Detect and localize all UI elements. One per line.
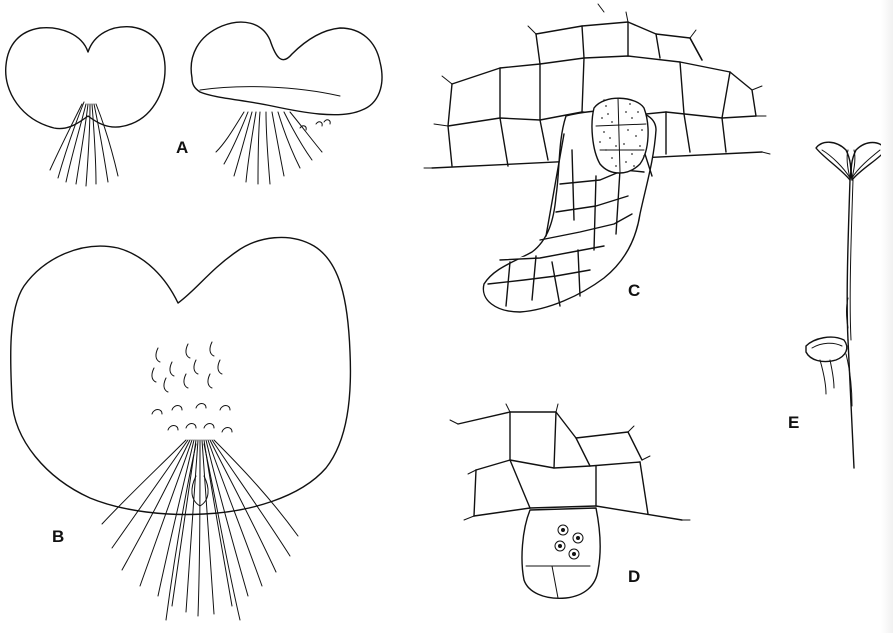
- label-c: C: [628, 281, 640, 300]
- prothallus-e: [806, 337, 847, 361]
- antheridium-c: [592, 98, 648, 173]
- label-b: B: [52, 527, 64, 546]
- archegonium-d: [522, 508, 600, 598]
- page-edge-shadow: [881, 0, 893, 633]
- label-d: D: [628, 567, 640, 586]
- figure-b: B: [11, 237, 351, 620]
- prothallus-a-left: [6, 27, 165, 129]
- prothallus-a-right: [191, 22, 382, 115]
- rhizoids-a-right: [216, 112, 322, 184]
- stipe-e: [847, 180, 850, 340]
- figure-d: D: [450, 404, 690, 598]
- figure-e: E: [788, 142, 886, 468]
- figure-c: C: [424, 4, 770, 312]
- label-a: A: [176, 138, 188, 157]
- leaf-e-left: [816, 142, 851, 180]
- label-e: E: [788, 413, 799, 432]
- figure-a: A: [6, 22, 382, 186]
- root-e: [848, 340, 854, 468]
- archegonia-a: [300, 120, 330, 130]
- cell-network-d: [458, 412, 682, 520]
- stipe-e-inner: [850, 180, 853, 340]
- cell-wall-spikes-d: [450, 404, 690, 520]
